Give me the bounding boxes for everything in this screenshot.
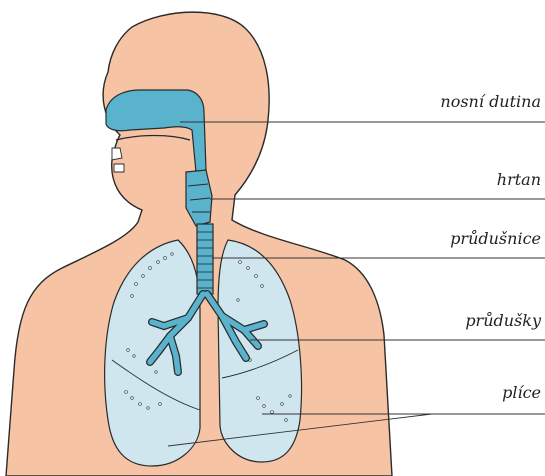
label-bronchi: průdušky — [465, 311, 541, 330]
label-lungs: plíce — [502, 383, 541, 402]
trachea-tube — [197, 224, 213, 294]
label-trachea: průdušnice — [450, 229, 541, 248]
label-larynx: hrtan — [497, 170, 541, 189]
label-nasal-cavity: nosní dutina — [440, 92, 541, 111]
